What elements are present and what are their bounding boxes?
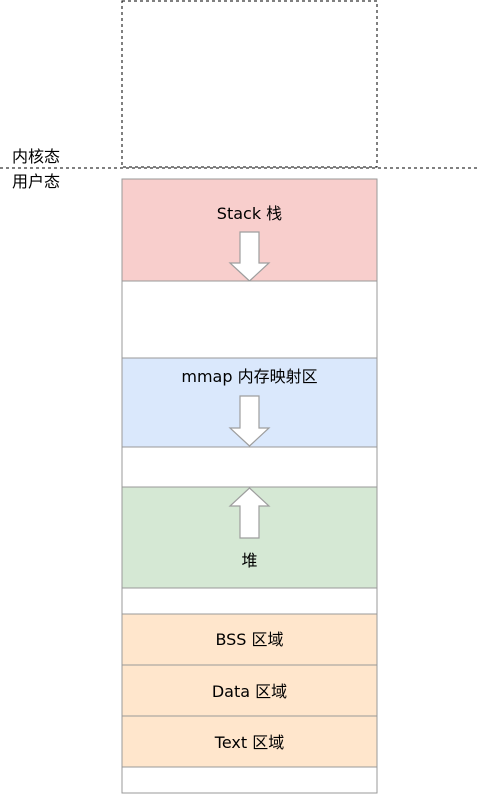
heap-label: 堆 bbox=[241, 551, 257, 570]
free-gap bbox=[121, 587, 378, 615]
data-segment bbox=[121, 664, 378, 717]
kernel-space-region bbox=[121, 0, 378, 168]
mmap-label: mmap 内存映射区 bbox=[181, 367, 317, 386]
bss-label: BSS 区域 bbox=[215, 630, 283, 649]
data-label: Data 区域 bbox=[212, 682, 287, 701]
heap-grow-up-arrow bbox=[228, 487, 271, 539]
user-mode-label: 用户态 bbox=[12, 172, 60, 191]
free-gap bbox=[121, 280, 378, 359]
text-segment bbox=[121, 715, 378, 768]
stack-grow-down-arrow bbox=[228, 231, 271, 282]
kernel-mode-label: 内核态 bbox=[12, 147, 60, 166]
bss-segment bbox=[121, 613, 378, 666]
free-gap bbox=[121, 446, 378, 488]
bottom-reserved-region bbox=[121, 766, 378, 794]
text-label: Text 区域 bbox=[214, 733, 284, 752]
mmap-grow-down-arrow bbox=[228, 395, 271, 447]
stack-label: Stack 栈 bbox=[217, 204, 282, 223]
